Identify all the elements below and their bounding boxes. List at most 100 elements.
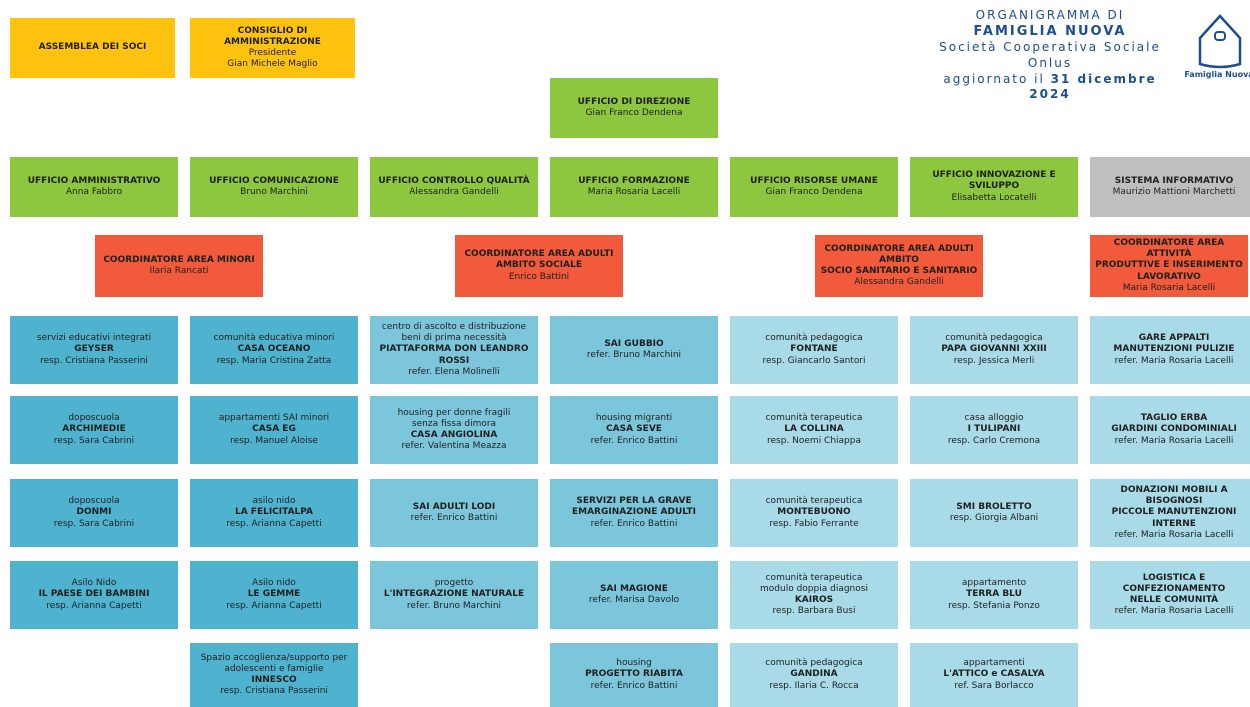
header-update-date: 31 dicembre 2024: [1029, 71, 1157, 102]
service-referent: resp. Maria Cristina Zatta: [216, 355, 332, 366]
office-title: UFFICIO RISORSE UMANE: [750, 175, 878, 186]
service-type: adolescenti e famiglie: [224, 663, 324, 674]
service-referent: refer. Bruno Marchini: [586, 350, 682, 360]
consiglio-role: Presidente: [248, 48, 297, 58]
assemblea-box: ASSEMBLEA DEI SOCI: [10, 18, 175, 78]
header-update-prefix: aggiornato il: [943, 71, 1051, 86]
service-type: comunità pedagogica: [765, 658, 863, 669]
coordinator-title: LAVORATIVO: [1137, 271, 1201, 282]
service-referent: resp. Sara Cabrini: [53, 435, 135, 446]
service-referent: resp. Arianna Capetti: [226, 600, 322, 611]
service-type: casa alloggio: [964, 413, 1024, 424]
coordinator-title: COORDINATORE AREA ADULTI: [464, 249, 614, 260]
chart-header: ORGANIGRAMMA DI FAMIGLIA NUOVA Società C…: [930, 8, 1170, 103]
service-type: comunità pedagogica: [765, 333, 863, 344]
coordinator-name: Alessandra Gandelli: [854, 277, 944, 288]
assemblea-title: ASSEMBLEA DEI SOCI: [38, 42, 147, 53]
service-type: progetto: [434, 578, 474, 589]
header-title-line2: FAMIGLIA NUOVA: [973, 23, 1127, 39]
service-name: MONTEBUONO: [777, 507, 851, 518]
service-type: doposcuola: [68, 496, 120, 507]
service-name: IL PAESE DEI BAMBINI: [38, 589, 150, 600]
service-type: modulo doppia diagnosi: [760, 583, 868, 594]
service-referent: refer. Enrico Battini: [590, 680, 678, 691]
coordinator-name: Ilaria Rancati: [149, 266, 209, 276]
service-referent: ref. Sara Borlacco: [954, 680, 1034, 691]
office-title: UFFICIO CONTROLLO QUALITÀ: [378, 175, 530, 186]
service-referent: refer. Enrico Battini: [590, 435, 678, 446]
service-referent: resp. Arianna Capetti: [46, 600, 142, 611]
service-referent: refer. Maria Rosaria Lacelli: [1114, 606, 1234, 617]
header-title-line1: ORGANIGRAMMA DI: [975, 8, 1125, 22]
service-name: ARCHIMEDIE: [62, 424, 126, 435]
service-name: L'ATTICO e CASALYA: [943, 669, 1045, 680]
service-name: CASA EG: [252, 424, 296, 435]
service-referent: resp. Giorgia Albani: [949, 513, 1039, 523]
service-referent: resp. Stefania Ponzo: [948, 600, 1040, 611]
service-name: SAI MAGIONE: [600, 583, 668, 594]
office-name: Gian Franco Dendena: [765, 187, 863, 197]
service-type: comunità pedagogica: [945, 333, 1043, 344]
service-name: TAGLIO ERBA: [1140, 413, 1208, 424]
coordinator-title: COORDINATORE AREA ADULTI AMBITO: [824, 243, 974, 265]
service-type: comunità terapeutica: [765, 572, 863, 583]
coordinator-name: Maria Rosaria Lacelli: [1122, 282, 1216, 293]
office-title: UFFICIO INNOVAZIONE E SVILUPPO: [932, 170, 1056, 192]
service-referent: resp. Fabio Ferrante: [769, 518, 859, 529]
service-name: L'INTEGRAZIONE NATURALE: [383, 589, 525, 600]
service-name: I TULIPANI: [967, 424, 1021, 435]
service-name: DONMI: [76, 507, 112, 518]
coordinator-name: Enrico Battini: [508, 271, 570, 282]
service-referent: resp. Jessica Merli: [953, 355, 1035, 366]
service-name: LA COLLINA: [784, 424, 844, 435]
consiglio-box: CONSIGLIO DI AMMINISTRAZIONE Presidente …: [190, 18, 355, 78]
service-name: PIATTAFORMA DON LEANDRO ROSSI: [379, 344, 529, 366]
service-referent: resp. Sara Cabrini: [53, 518, 135, 529]
direzione-name: Gian Franco Dendena: [585, 108, 683, 118]
famiglia-nuova-logo: [1198, 14, 1242, 69]
service-referent: refer. Maria Rosaria Lacelli: [1114, 355, 1234, 366]
service-name: FONTANE: [790, 344, 838, 355]
service-name: CASA ANGIOLINA: [410, 430, 498, 440]
consiglio-name: Gian Michele Maglio: [227, 59, 318, 70]
service-referent: refer. Maria Rosaria Lacelli: [1114, 529, 1234, 540]
header-subtitle: Società Cooperativa Sociale Onlus: [939, 40, 1161, 71]
service-type: appartamento: [961, 578, 1027, 589]
service-name: TERRA BLU: [966, 589, 1022, 600]
service-name: SERVIZI PER LA GRAVE: [576, 496, 692, 507]
service-referent: resp. Ilaria C. Rocca: [769, 680, 859, 691]
office-title: SISTEMA INFORMATIVO: [1114, 175, 1234, 186]
service-name: INNESCO: [251, 675, 297, 685]
office-name: Maurizio Mattioni Marchetti: [1112, 187, 1236, 197]
coordinator-title: AMBITO SOCIALE: [496, 260, 582, 271]
office-title: UFFICIO FORMAZIONE: [578, 175, 690, 186]
service-referent: resp. Manuel Aloise: [230, 435, 318, 446]
service-name: SMI BROLETTO: [956, 501, 1032, 512]
service-referent: resp. Cristiana Passerini: [40, 355, 148, 366]
